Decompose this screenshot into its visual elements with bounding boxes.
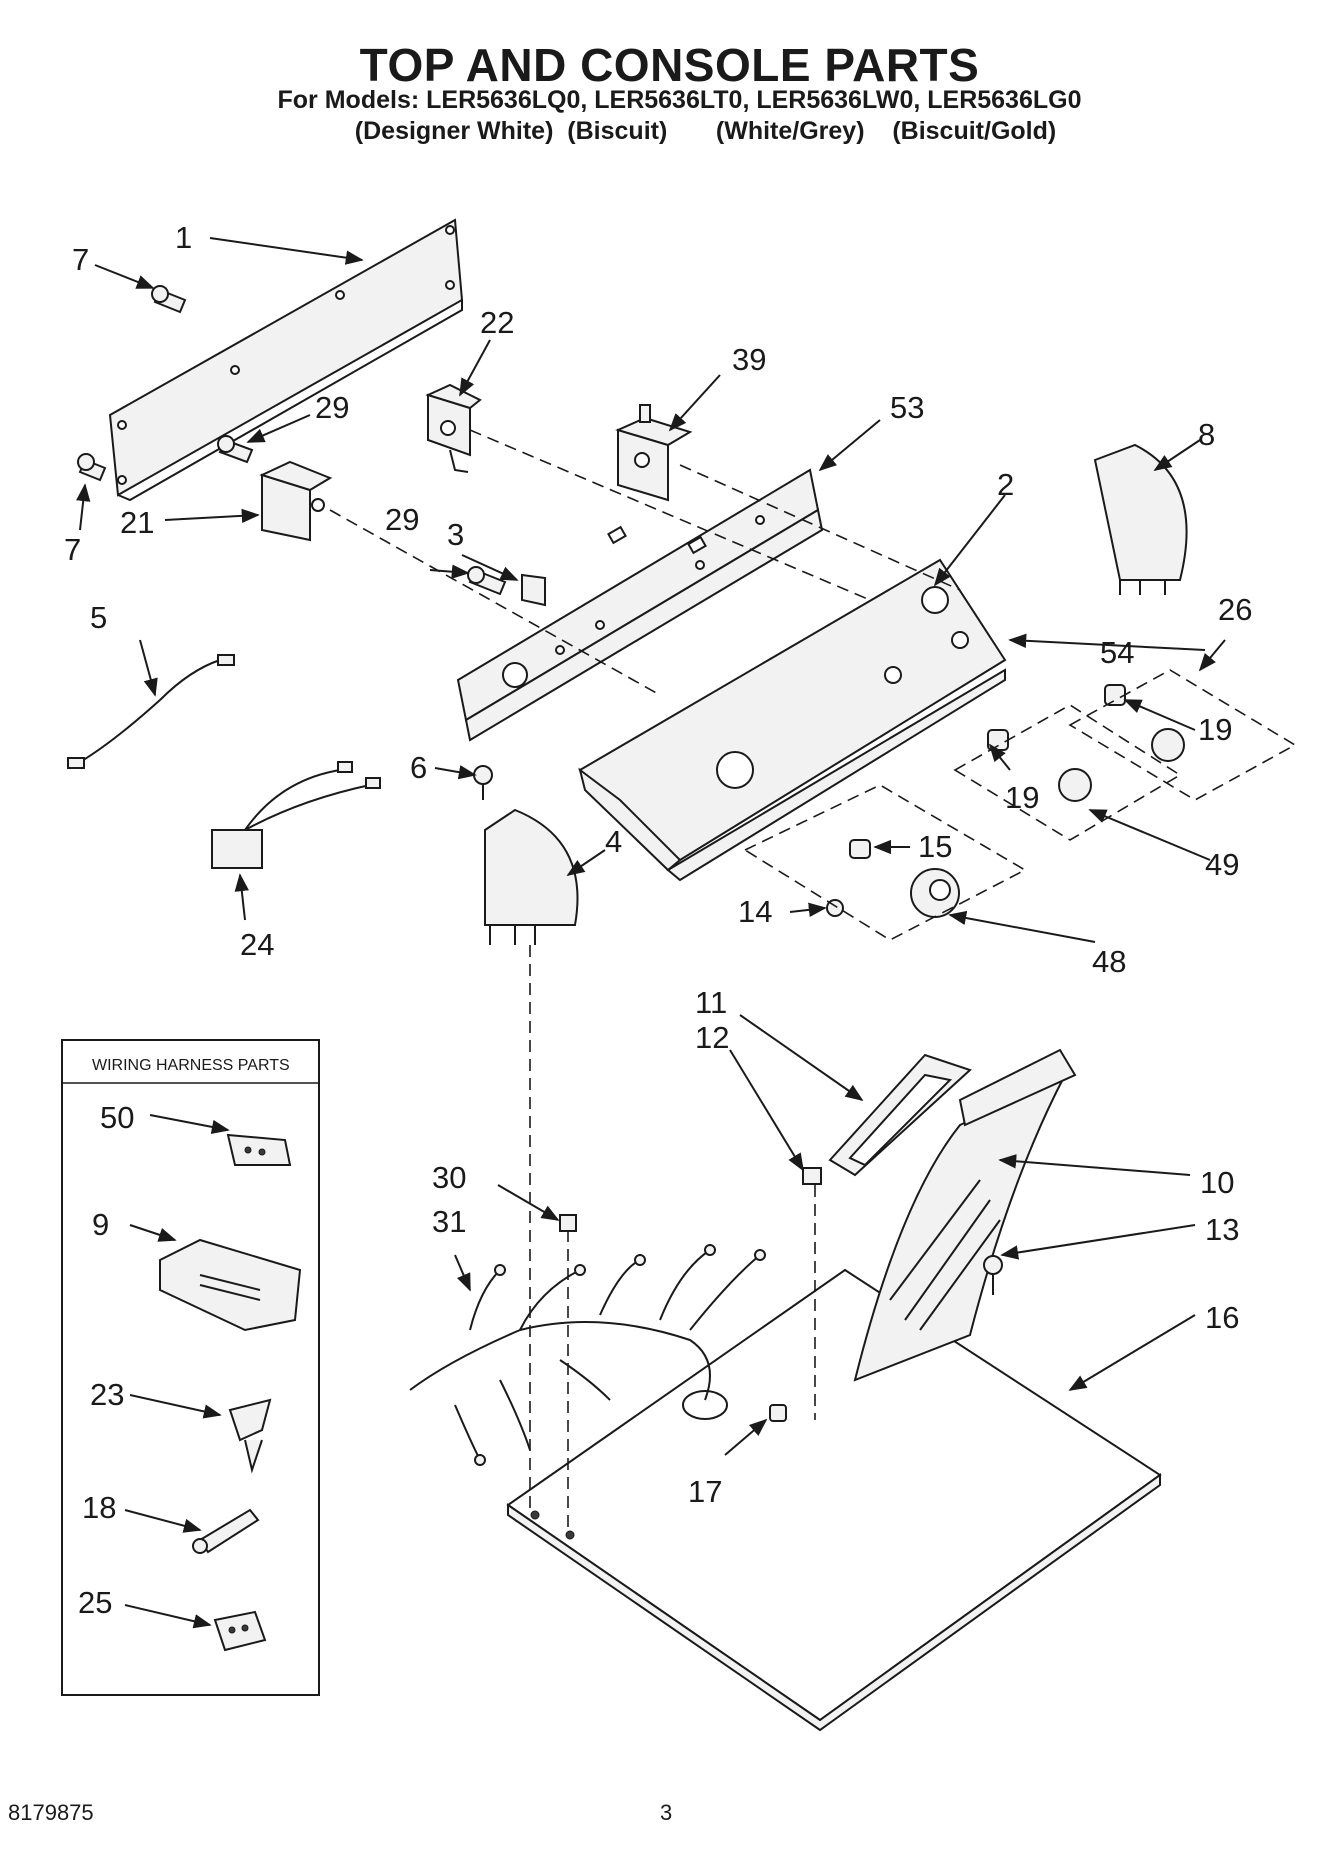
callout-arrows [76, 237, 1226, 1629]
callout-12: 12 [695, 1020, 729, 1055]
callout-25: 25 [78, 1585, 112, 1620]
part-29-screw-b [467, 566, 507, 596]
part-54-console-panel [578, 558, 1007, 882]
callout-5: 5 [90, 600, 107, 635]
callout-19: 19 [1198, 712, 1232, 747]
part-12-clip [802, 1167, 822, 1185]
part-22-switch [425, 383, 482, 473]
part-17-plug [769, 1404, 787, 1422]
callout-21: 21 [120, 505, 154, 540]
part-7-screw-top [151, 285, 187, 314]
callout-7: 7 [72, 242, 89, 277]
part-48-knob [910, 868, 960, 918]
callout-13: 13 [1205, 1212, 1239, 1247]
callout-3: 3 [447, 517, 464, 552]
dash-line [679, 464, 961, 591]
callout-2: 2 [997, 467, 1014, 502]
callout-53: 53 [890, 390, 924, 425]
group-26-outline [1068, 669, 1297, 801]
part-3-clip [521, 573, 546, 607]
footer-part-number: 8179875 [8, 1800, 94, 1825]
callout-49: 49 [1205, 847, 1239, 882]
part-21-timer [259, 460, 333, 542]
part-39-switch [615, 404, 693, 502]
group-48-outline [743, 784, 1027, 941]
callout-labels: 1 7 7 22 39 29 53 8 21 29 2 3 26 5 54 19… [64, 220, 1252, 1509]
part-5-wire [67, 654, 235, 769]
part-31-wiring-harness [409, 1244, 766, 1466]
part-knob-49 [1058, 768, 1092, 802]
callout-29: 29 [385, 502, 419, 537]
models-line: For Models: LER5636LQ0, LER5636LT0, LER5… [277, 86, 1082, 114]
page-title: TOP AND CONSOLE PARTS [359, 39, 980, 91]
part-25-connector [213, 1610, 267, 1652]
callout-7: 7 [64, 532, 81, 567]
callout-15: 15 [918, 829, 952, 864]
harness-parts-box: 50 9 23 18 25 [61, 1039, 320, 1696]
part-4-end-cap-left [484, 808, 579, 945]
callout-1: 1 [175, 220, 192, 255]
callout-23: 23 [90, 1377, 124, 1412]
callout-18: 18 [82, 1490, 116, 1525]
callout-14: 14 [738, 894, 772, 929]
part-29-screw-a [217, 435, 254, 464]
part-knob-26 [1151, 728, 1185, 762]
colors-line: (Designer White) (Biscuit) (White/Grey) … [354, 117, 1057, 145]
dash-line [329, 509, 661, 696]
callout-6: 6 [410, 750, 427, 785]
callout-54: 54 [1100, 635, 1134, 670]
callout-17: 17 [688, 1474, 722, 1509]
part-30-clip [559, 1214, 577, 1232]
part-53-console-bracket [456, 468, 824, 742]
part-23-clip [228, 1398, 272, 1474]
part-6-screw [473, 765, 493, 800]
part-1-back-panel [108, 218, 464, 502]
footer-page-number: 3 [660, 1800, 673, 1825]
callout-50: 50 [100, 1100, 134, 1135]
callout-4: 4 [605, 824, 622, 859]
callout-31: 31 [432, 1204, 466, 1239]
part-7-screw-bottom [77, 453, 107, 482]
part-9-terminal-block [159, 1238, 302, 1332]
part-13-screw [983, 1255, 1003, 1295]
part-15-insert [849, 839, 871, 859]
callout-10: 10 [1200, 1165, 1234, 1200]
callout-8: 8 [1198, 417, 1215, 452]
harness-box-title: WIRING HARNESS PARTS [92, 1057, 290, 1074]
part-50-connector [226, 1133, 292, 1166]
callout-48: 48 [1092, 944, 1126, 979]
callout-22: 22 [480, 305, 514, 340]
callout-29: 29 [315, 390, 349, 425]
part-11-lint-filter [828, 1053, 972, 1177]
callout-30: 30 [432, 1160, 466, 1195]
callout-19: 19 [1005, 780, 1039, 815]
part-18-terminal [192, 1508, 260, 1554]
callout-24: 24 [240, 927, 274, 962]
part-19-insert-a [1104, 684, 1126, 706]
callout-16: 16 [1205, 1300, 1239, 1335]
callout-9: 9 [92, 1207, 109, 1242]
dash-line [469, 429, 871, 601]
part-10-lint-chute [853, 1048, 1077, 1382]
callout-39: 39 [732, 342, 766, 377]
callout-11: 11 [695, 985, 727, 1020]
part-16-top-panel [506, 1268, 1162, 1732]
part-24-connector [211, 761, 381, 869]
callout-26: 26 [1218, 592, 1252, 627]
part-8-end-cap-right [1093, 443, 1188, 595]
